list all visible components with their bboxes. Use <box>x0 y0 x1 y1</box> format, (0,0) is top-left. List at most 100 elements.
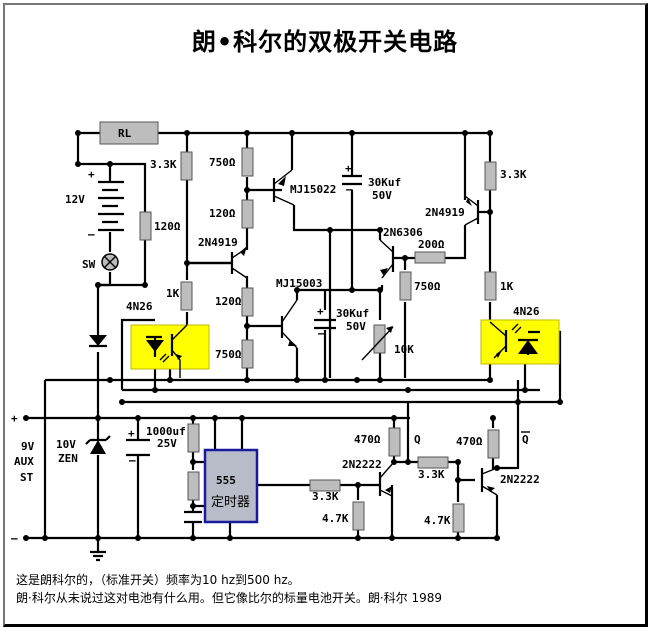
resistor-3k3-left <box>180 151 193 181</box>
svg-text:10K: 10K <box>394 343 414 356</box>
resistor-4k7-2 <box>452 503 465 533</box>
svg-text:3.3K: 3.3K <box>150 158 177 171</box>
resistor-timer-1 <box>187 423 200 453</box>
svg-text:10V: 10V <box>56 438 76 451</box>
svg-text:120Ω: 120Ω <box>154 220 181 233</box>
svg-text:–: – <box>129 454 136 467</box>
svg-text:2N6306: 2N6306 <box>383 226 423 239</box>
svg-text:–: – <box>346 183 353 196</box>
resistor-1k-left <box>180 281 193 311</box>
svg-text:30Kuf: 30Kuf <box>368 176 401 189</box>
svg-text:+: + <box>88 168 95 181</box>
svg-text:4.7K: 4.7K <box>322 512 349 525</box>
transistor-2n4919-left: 2N4919 <box>187 236 248 279</box>
svg-text:1000uf: 1000uf <box>146 425 186 438</box>
output-labels: Q Q <box>414 431 530 446</box>
svg-text:555: 555 <box>216 474 236 487</box>
svg-text:定时器: 定时器 <box>211 495 250 510</box>
svg-text:MJ15022: MJ15022 <box>290 183 336 196</box>
svg-text:2N4919: 2N4919 <box>425 206 465 219</box>
svg-text:Q: Q <box>522 433 529 446</box>
svg-text:4N26: 4N26 <box>126 300 153 313</box>
svg-text:120Ω: 120Ω <box>209 207 236 220</box>
diagram-title: 朗•科尔的双极开关电路 <box>191 28 459 56</box>
svg-text:–: – <box>318 327 325 340</box>
svg-text:470Ω: 470Ω <box>354 433 381 446</box>
svg-text:ZEN: ZEN <box>58 452 78 465</box>
svg-text:120Ω: 120Ω <box>215 295 242 308</box>
transistor-mj15022: MJ15022 <box>272 169 336 206</box>
svg-text:MJ15003: MJ15003 <box>276 277 322 290</box>
resistor-120-mid <box>241 199 254 229</box>
svg-text:3.3K: 3.3K <box>500 168 527 181</box>
svg-text:+: + <box>317 305 324 318</box>
resistor-3k3-base1 <box>309 479 341 492</box>
svg-text:750Ω: 750Ω <box>414 280 441 293</box>
svg-text:12V: 12V <box>65 193 85 206</box>
svg-text:–: – <box>88 228 95 241</box>
potentiometer-10k[interactable]: 10K <box>361 324 414 361</box>
svg-text:4N26: 4N26 <box>513 305 540 318</box>
svg-text:1K: 1K <box>166 287 180 300</box>
svg-text:30Kuf: 30Kuf <box>336 307 369 320</box>
svg-text:+: + <box>128 427 135 440</box>
svg-text:2N4919: 2N4919 <box>198 236 238 249</box>
capacitor-timer <box>184 510 202 524</box>
resistor-3k3-cross <box>417 456 449 469</box>
svg-text:4.7K: 4.7K <box>424 514 451 527</box>
svg-text:50V: 50V <box>372 189 392 202</box>
svg-text:1K: 1K <box>500 280 514 293</box>
transistor-mj15003: MJ15003 <box>276 277 322 349</box>
optocoupler-4n26-right: 4N26 <box>480 305 560 365</box>
svg-text:750Ω: 750Ω <box>215 348 242 361</box>
transistor-2n2222-1: 2N2222 <box>342 458 395 497</box>
resistor-4k7-1 <box>352 501 365 531</box>
svg-text:50V: 50V <box>346 320 366 333</box>
svg-text:+: + <box>345 162 352 175</box>
capacitor-30k-top: + – 30Kuf 50V <box>342 162 401 202</box>
svg-text:750Ω: 750Ω <box>209 156 236 169</box>
svg-text:3.3K: 3.3K <box>312 490 339 503</box>
resistor-3k3-right <box>484 161 497 191</box>
transistor-2n6306: 2N6306 <box>379 226 423 279</box>
svg-text:2N2222: 2N2222 <box>500 473 540 486</box>
zener-diode: 10V ZEN <box>56 435 111 465</box>
resistor-750-low <box>241 339 254 369</box>
capacitor-1000uf: + – 1000uf 25V <box>126 425 186 467</box>
transistor-2n2222-2: 2N2222 <box>480 467 540 496</box>
resistor-120-low <box>241 287 254 317</box>
switch-sw[interactable]: SW <box>82 253 119 271</box>
svg-text:2N2222: 2N2222 <box>342 458 382 471</box>
transistor-2n4919-right: 2N4919 <box>425 195 490 226</box>
svg-text:9V: 9V <box>21 440 35 453</box>
ground-icon <box>90 550 106 562</box>
svg-text:Q: Q <box>414 433 421 446</box>
svg-text:25V: 25V <box>157 437 177 450</box>
resistors: 120Ω 3.3K 1K 750Ω 120Ω 120Ω 750Ω 200Ω 75… <box>139 147 527 533</box>
svg-text:ST: ST <box>20 471 34 484</box>
svg-text:SW: SW <box>82 258 96 271</box>
resistor-750-top <box>241 147 254 177</box>
battery-12v: + – 12V <box>65 168 124 241</box>
optocoupler-4n26-left: 4N26 <box>126 300 210 378</box>
resistor-470-1 <box>388 427 401 457</box>
diagram-frame <box>3 3 648 627</box>
svg-text:3.3K: 3.3K <box>418 468 445 481</box>
resistor-1k-right <box>484 271 497 301</box>
capacitor-30k-low: + – 30Kuf 50V <box>314 305 369 340</box>
svg-text:200Ω: 200Ω <box>418 238 445 251</box>
aux-supply-terminals[interactable]: + – 9V AUX ST <box>11 412 35 545</box>
svg-text:–: – <box>11 532 18 545</box>
resistor-timer-2 <box>187 471 200 501</box>
caption-line-2: 朗·科尔从未说过这对电池有什么用。但它像比尔的标量电池开关。朗·科尔 1989 <box>16 591 442 605</box>
relay-rl: RL <box>99 121 159 145</box>
timer-555: 555 定时器 <box>203 448 259 524</box>
caption-line-1: 这是朗科尔的，（标准开关）频率为10 hz到500 hz。 <box>16 573 300 587</box>
svg-text:AUX: AUX <box>14 455 34 468</box>
svg-text:+: + <box>11 412 18 425</box>
diode-left <box>89 335 107 348</box>
svg-text:RL: RL <box>118 127 132 140</box>
resistor-750-right <box>399 271 412 301</box>
resistor-470-2 <box>487 429 500 459</box>
